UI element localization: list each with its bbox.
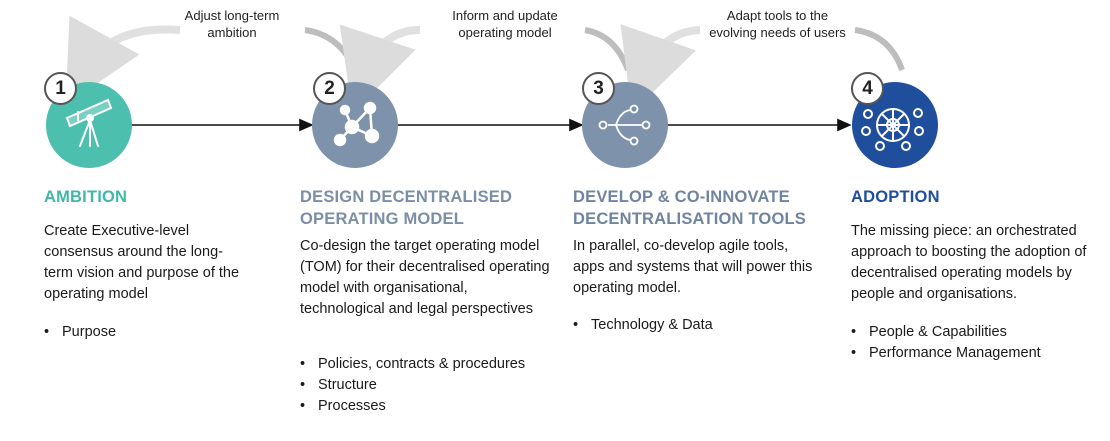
- feedback-arrow-2: [304, 24, 421, 113]
- feedback-arrow-1: [65, 15, 181, 105]
- stage-4-bullet: Performance Management: [851, 343, 1091, 364]
- stage-4-description: The missing piece: an orchestrated appro…: [851, 223, 1087, 302]
- stage-1-bullet: Purpose: [44, 322, 264, 343]
- stage-4-badge: 4: [851, 72, 884, 105]
- stage-1-bullets: Purpose: [44, 322, 264, 343]
- stage-3-bullets: Technology & Data: [573, 315, 813, 336]
- stage-2-bullet: Policies, contracts & procedures: [300, 354, 550, 375]
- stage-4-title: ADOPTION: [851, 188, 940, 206]
- telescope-icon: [65, 98, 113, 147]
- feedback-label-3: Adapt tools to the evolving needs of use…: [709, 8, 846, 40]
- stage-2-bullet: Processes: [300, 396, 550, 417]
- stage-4-bullets: People & Capabilities Performance Manage…: [851, 322, 1091, 364]
- stage-2-bullets: Policies, contracts & procedures Structu…: [300, 354, 550, 417]
- feedback-label-1: Adjust long-term ambition: [184, 8, 280, 40]
- feedback-arrow-3: [584, 24, 701, 113]
- feedback-arrow-4: [854, 27, 905, 72]
- stage-1-title: AMBITION: [44, 188, 128, 206]
- stage-3-title: DEVELOP & CO-INNOVATE DECENTRALISATION T…: [573, 188, 806, 228]
- stage-2-title: DESIGN DECENTRALISED OPERATING MODEL: [300, 188, 513, 228]
- stage-2-badge: 2: [313, 72, 346, 105]
- feedback-label-2: Inform and update operating model: [452, 8, 558, 40]
- molecule-network-icon: [333, 101, 380, 147]
- stage-2-bullet: Structure: [300, 375, 550, 396]
- stage-3-description: In parallel, co-develop agile tools, app…: [573, 238, 813, 296]
- branch-split-icon: [598, 104, 651, 146]
- stage-3-badge: 3: [582, 72, 615, 105]
- stage-1-description: Create Executive-level consensus around …: [44, 223, 240, 302]
- stage-4-bullet: People & Capabilities: [851, 322, 1091, 343]
- stage-1-badge: 1: [44, 72, 77, 105]
- stage-2-description: Co-design the target operating model (TO…: [300, 238, 550, 317]
- stage-3-bullet: Technology & Data: [573, 315, 813, 336]
- wheel-network-icon: [861, 108, 924, 151]
